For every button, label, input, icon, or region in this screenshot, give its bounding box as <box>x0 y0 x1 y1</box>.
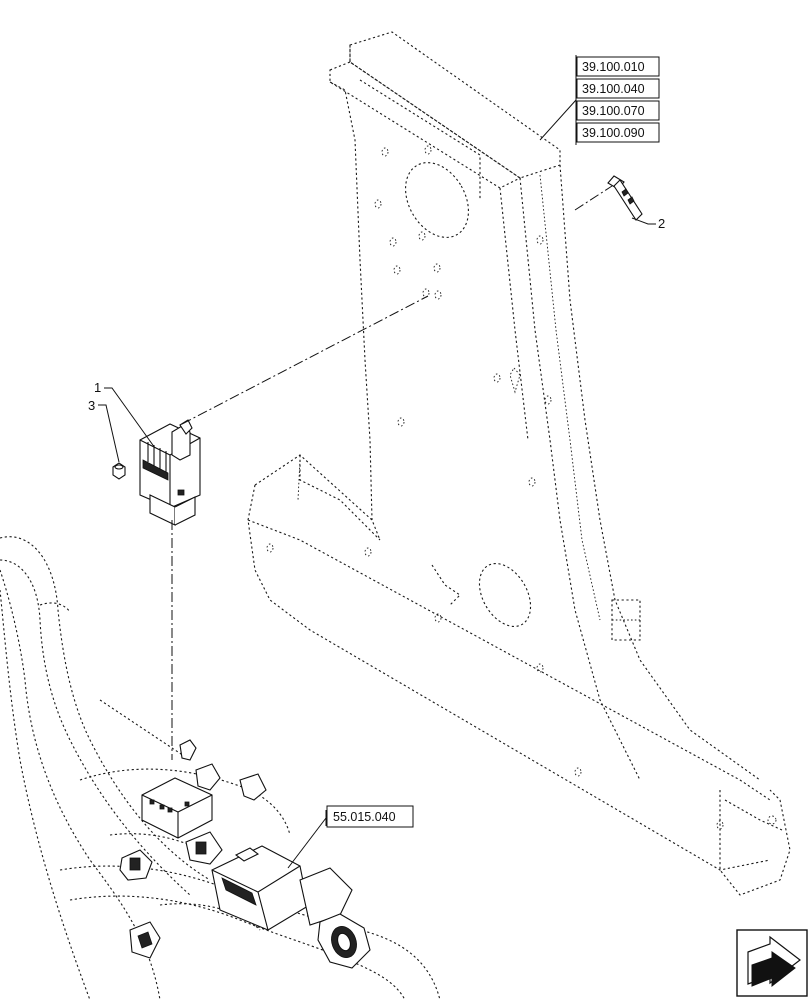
callout-item-3: 3 <box>88 398 120 463</box>
frame-ref-4: 39.100.090 <box>582 126 645 140</box>
frame-ref-box-1 <box>576 56 660 77</box>
frame-ref-box-3 <box>576 100 660 121</box>
harness-ref-box <box>326 805 414 828</box>
frame-ref-2: 39.100.040 <box>582 82 645 96</box>
bolt-item-2 <box>607 175 643 221</box>
callout-item-1: 1 <box>94 380 156 449</box>
frame-reference-stack: 39.100.010 39.100.040 39.100.070 39.100.… <box>539 55 660 145</box>
next-page-arrow-icon[interactable] <box>736 929 808 997</box>
callout-item-2: 2 <box>631 216 665 231</box>
frame-ref-box-2 <box>576 78 660 99</box>
harness-reference: 55.015.040 <box>287 805 414 869</box>
frame-ref-3: 39.100.070 <box>582 104 645 118</box>
control-unit-55-015-040 <box>211 845 371 969</box>
callout-number-2: 2 <box>658 216 665 231</box>
callout-number-3: 3 <box>88 398 95 413</box>
harness-ref: 55.015.040 <box>333 810 396 824</box>
assembly-axis-lines <box>171 185 613 760</box>
mounting-frame-outline <box>247 31 791 896</box>
callout-number-1: 1 <box>94 380 101 395</box>
harness-connectors <box>119 831 223 959</box>
frame-ref-1: 39.100.010 <box>582 60 645 74</box>
nut-item-3 <box>112 462 126 480</box>
frame-mounting-holes <box>266 145 777 830</box>
relay-module-item-1 <box>139 419 201 526</box>
frame-ref-box-4 <box>576 122 660 143</box>
wiring-harness-outline <box>0 536 441 1000</box>
harness-relay-base <box>141 739 267 839</box>
